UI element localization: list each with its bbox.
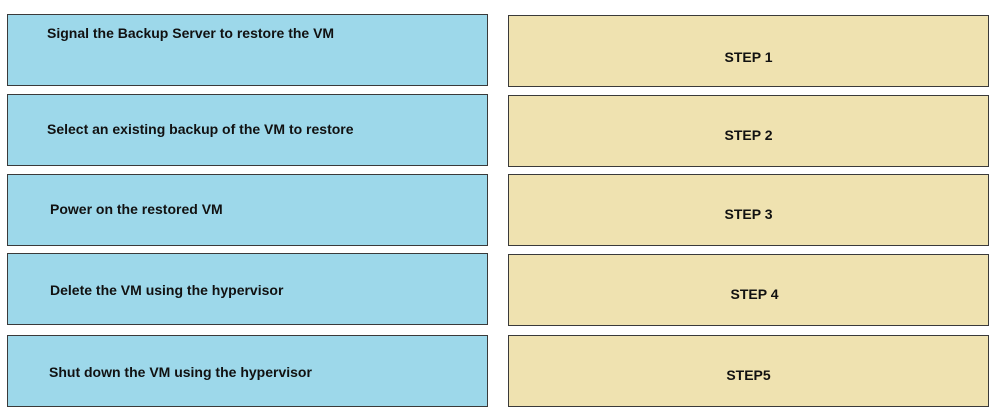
step-label: STEP5: [726, 367, 771, 383]
step-label: STEP 4: [730, 286, 779, 302]
step-drop-target-4[interactable]: STEP 4: [508, 254, 989, 326]
step-drop-target-1[interactable]: STEP 1: [508, 15, 989, 87]
action-item-shut-down-vm[interactable]: Shut down the VM using the hypervisor: [7, 335, 488, 407]
step-drop-target-5[interactable]: STEP5: [508, 335, 989, 407]
step-label: STEP 2: [724, 127, 773, 143]
action-item-select-backup[interactable]: Select an existing backup of the VM to r…: [7, 94, 488, 166]
action-item-label: Power on the restored VM: [50, 201, 223, 217]
action-item-label: Signal the Backup Server to restore the …: [47, 25, 335, 41]
action-item-label: Shut down the VM using the hypervisor: [49, 364, 312, 380]
action-item-delete-vm[interactable]: Delete the VM using the hypervisor: [7, 253, 488, 325]
step-label: STEP 1: [724, 49, 773, 65]
action-item-label: Select an existing backup of the VM to r…: [47, 121, 354, 137]
action-item-power-on[interactable]: Power on the restored VM: [7, 174, 488, 246]
step-drop-target-2[interactable]: STEP 2: [508, 95, 989, 167]
action-item-label: Delete the VM using the hypervisor: [50, 282, 284, 298]
action-item-signal-backup-server[interactable]: Signal the Backup Server to restore the …: [7, 14, 488, 86]
step-label: STEP 3: [724, 206, 773, 222]
step-drop-target-3[interactable]: STEP 3: [508, 174, 989, 246]
